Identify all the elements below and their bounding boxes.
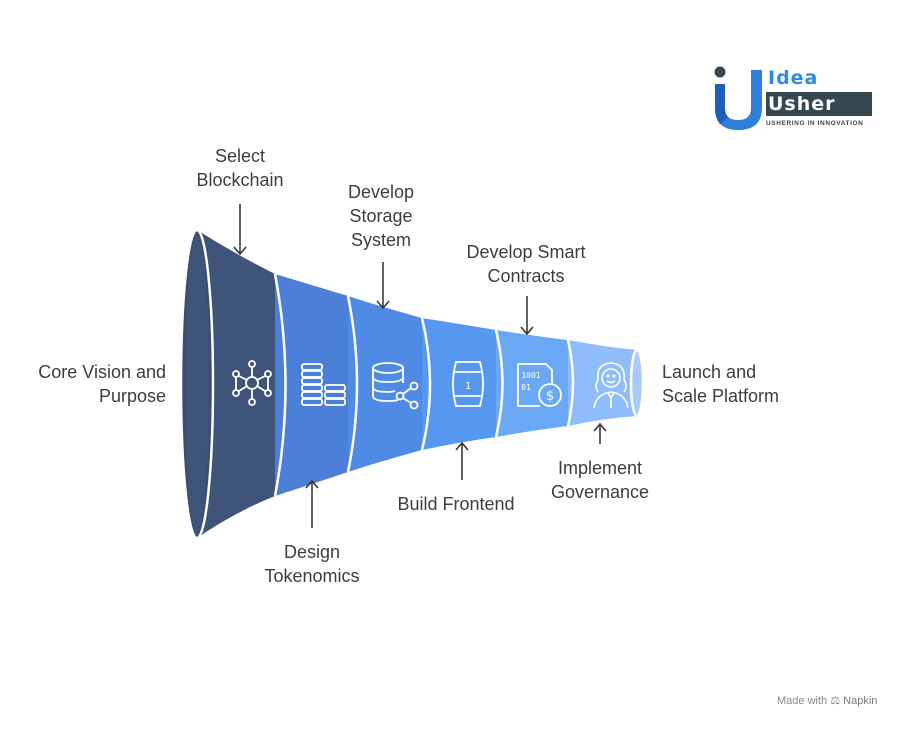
label-develop-smart-contracts-line2: Contracts — [487, 266, 565, 286]
idea-usher-logo: Idea Usher USHERING IN INNOVATION — [712, 64, 874, 134]
network-nodes-icon — [232, 360, 272, 406]
label-design-tokenomics-line2: Tokenomics — [264, 566, 360, 586]
funnel-segment-smart-contracts — [496, 330, 568, 437]
funnel-divider-2 — [273, 273, 287, 497]
label-launch-scale: Launch and Scale Platform — [662, 360, 812, 408]
label-select-blockchain-line1: Select — [214, 146, 266, 166]
database-share-icon — [372, 362, 419, 410]
funnel-divider-4 — [420, 317, 432, 451]
made-with-napkin: Made with ⚖ Napkin — [777, 694, 877, 707]
label-core-vision: Core Vision and Purpose — [20, 360, 166, 408]
logo-word-usher: Usher — [766, 92, 872, 116]
label-develop-smart-contracts-line1: Develop Smart — [466, 242, 586, 262]
napkin-logo-icon: ⚖ — [830, 695, 841, 707]
logo-tagline: USHERING IN INNOVATION — [766, 120, 864, 127]
made-with-text: Made with — [777, 695, 828, 707]
funnel-segment-governance — [568, 340, 637, 426]
arrow-develop-smart-contracts — [520, 296, 534, 336]
label-select-blockchain-line2: Blockchain — [196, 170, 284, 190]
funnel-segment-governance-cap — [629, 348, 645, 418]
funnel-divider-3 — [346, 295, 359, 473]
arrow-develop-storage — [376, 262, 390, 310]
label-core-vision-line1: Core Vision and — [38, 362, 166, 382]
label-core-vision-line2: Purpose — [98, 386, 166, 406]
arrow-build-frontend — [455, 441, 469, 480]
svg-text:01: 01 — [521, 383, 531, 392]
label-develop-storage-line3: System — [350, 230, 411, 250]
funnel-segment-storage — [348, 296, 422, 472]
label-design-tokenomics: Design Tokenomics — [252, 540, 372, 588]
funnel-segment-frontend — [422, 318, 496, 450]
label-launch-scale-line1: Launch and — [662, 362, 757, 382]
label-launch-scale-line2: Scale Platform — [662, 386, 780, 406]
label-build-frontend: Build Frontend — [386, 492, 526, 516]
label-build-frontend-line1: Build Frontend — [397, 494, 515, 514]
svg-text:1: 1 — [465, 381, 471, 392]
coin-stacks-icon — [301, 363, 346, 406]
label-develop-smart-contracts: Develop Smart Contracts — [452, 240, 600, 288]
label-select-blockchain: Select Blockchain — [180, 144, 300, 192]
label-develop-storage: Develop Storage System — [331, 180, 431, 252]
label-develop-storage-line1: Develop — [347, 182, 415, 202]
napkin-brand-text: Napkin — [843, 695, 878, 707]
arrow-design-tokenomics — [305, 479, 319, 528]
funnel-mouth-inner — [185, 234, 209, 534]
funnel-divider-6 — [566, 339, 575, 427]
funnel-divider-5 — [494, 329, 504, 438]
smart-contract-icon: 1001 01 $ — [517, 363, 562, 407]
judge-icon — [593, 362, 629, 409]
svg-text:$: $ — [546, 389, 554, 404]
svg-text:1001: 1001 — [521, 371, 540, 380]
arrow-implement-governance — [593, 422, 607, 444]
arrow-select-blockchain — [233, 204, 247, 256]
barrel-icon: 1 — [452, 361, 484, 407]
logo-word-idea: Idea — [768, 67, 819, 89]
label-develop-storage-line2: Storage — [349, 206, 413, 226]
label-implement-governance-line1: Implement — [557, 458, 643, 478]
label-implement-governance-line2: Governance — [550, 482, 650, 502]
label-implement-governance: Implement Governance — [540, 456, 660, 504]
label-design-tokenomics-line1: Design — [283, 542, 341, 562]
logo-u-mark — [714, 66, 762, 130]
